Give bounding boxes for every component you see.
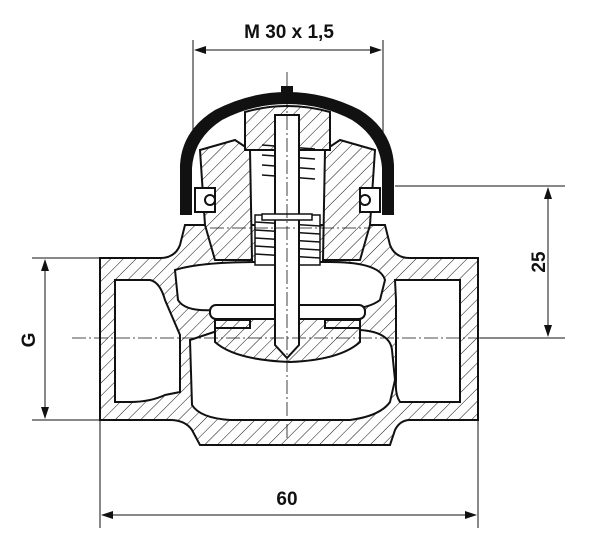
- dimension-connection: G: [19, 257, 100, 421]
- connection-dimension-label: G: [19, 333, 40, 348]
- dimension-height: 25: [395, 185, 565, 339]
- thread-dimension-label: M 30 x 1,5: [244, 22, 334, 43]
- dimension-length: 60: [99, 420, 479, 528]
- length-dimension-label: 60: [276, 489, 297, 510]
- height-dimension-label: 25: [529, 251, 550, 273]
- dimension-thread: M 30 x 1,5: [192, 22, 384, 135]
